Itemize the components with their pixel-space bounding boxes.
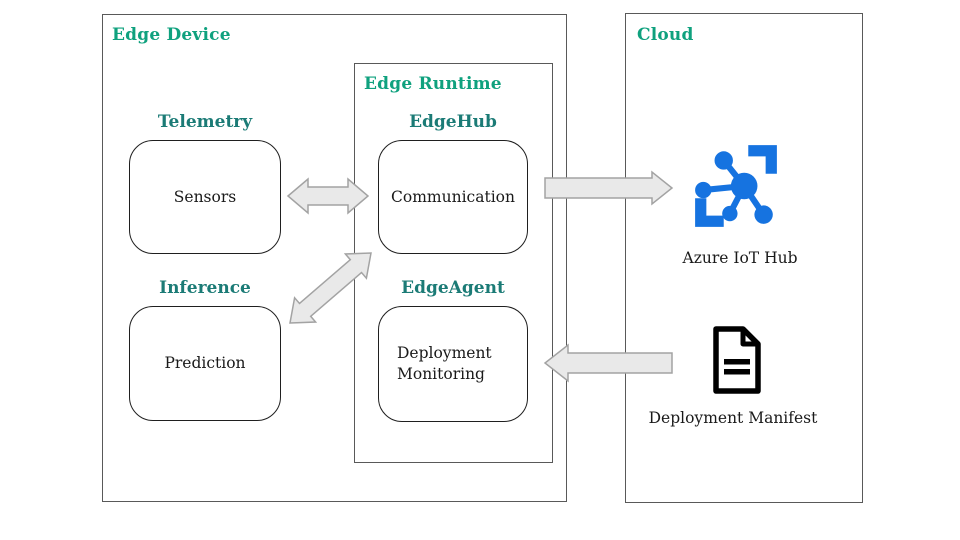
- communication-module-box: Communication: [378, 140, 528, 254]
- azure-iot-hub-icon: [695, 145, 777, 227]
- prediction-module-box: Prediction: [129, 306, 281, 421]
- edge-runtime-title: Edge Runtime: [364, 74, 502, 94]
- cloud-container: [625, 13, 863, 503]
- edge-device-container: [102, 14, 567, 502]
- deployment-monitoring-label: Deployment Monitoring: [397, 344, 492, 383]
- edge-device-title: Edge Device: [112, 25, 231, 45]
- document-icon: [713, 326, 761, 394]
- sensors-module-box: Sensors: [129, 140, 281, 254]
- prediction-label: Prediction: [164, 354, 246, 373]
- deployment-monitoring-module-box: Deployment Monitoring: [378, 306, 528, 422]
- cloud-title: Cloud: [637, 25, 694, 45]
- inference-group-title: Inference: [159, 278, 251, 298]
- sensors-label: Sensors: [173, 187, 237, 206]
- azure-iot-hub-label: Azure IoT Hub: [682, 249, 798, 267]
- edgeagent-group-title: EdgeAgent: [401, 278, 505, 298]
- telemetry-group-title: Telemetry: [157, 112, 253, 132]
- communication-label: Communication: [391, 187, 515, 206]
- edgehub-group-title: EdgeHub: [409, 112, 497, 132]
- deployment-manifest-label: Deployment Manifest: [648, 409, 818, 427]
